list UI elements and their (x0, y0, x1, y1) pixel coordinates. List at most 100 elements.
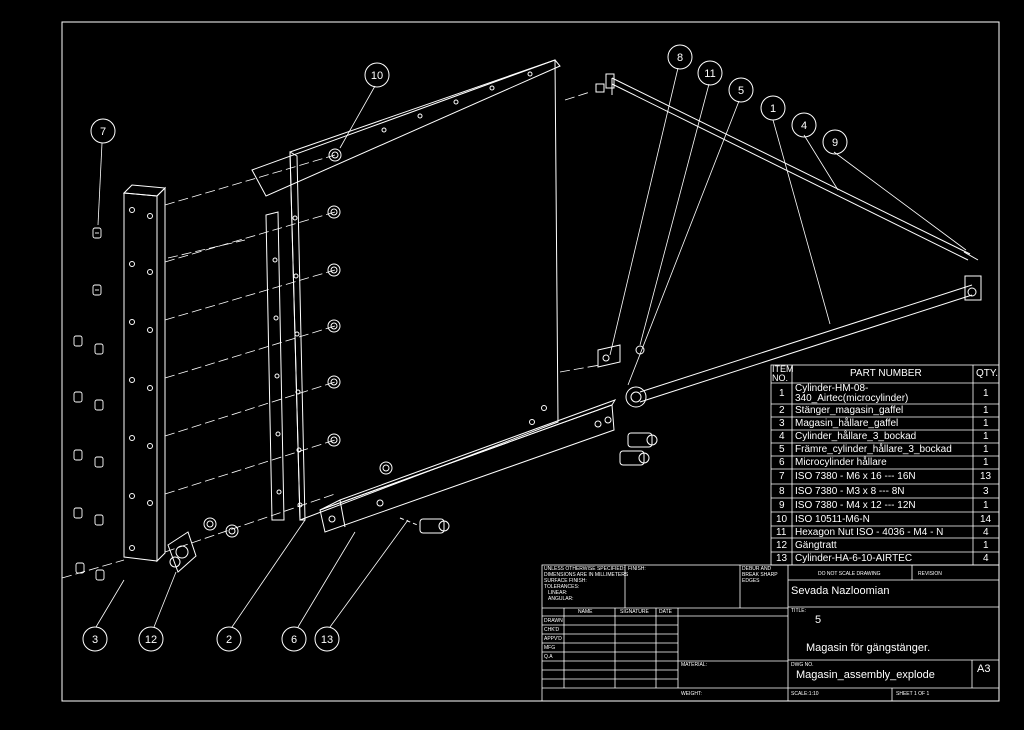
row-label: DRAWN (544, 618, 563, 624)
finish-label: FINISH: (628, 566, 646, 572)
bom-part: Hexagon Nut ISO - 4036 - M4 - N (795, 527, 944, 538)
row-label: Q.A (544, 654, 553, 660)
bom-part: Stänger_magasin_gaffel (795, 405, 904, 416)
bom-qty: 1 (983, 540, 989, 551)
bom-qty: 3 (983, 486, 989, 497)
title-label: TITLE: (791, 608, 807, 614)
part-7-screws (73, 227, 105, 581)
bom-item: 7 (779, 471, 785, 482)
bar-holes (129, 207, 153, 551)
part-1-cylinder (625, 275, 982, 408)
bom-part: ISO 10511-M6-N (795, 514, 870, 525)
bom-qty: 1 (983, 418, 989, 429)
balloon-6: 6 (281, 626, 307, 652)
dwg-no-label: DWG NO. (791, 662, 814, 668)
svg-text:8: 8 (677, 52, 683, 64)
balloon-12: 12 (138, 626, 164, 652)
bom-item: 3 (779, 418, 785, 429)
deburr-note: DEBUR AND (742, 566, 772, 572)
sheet-number: SHEET 1 OF 1 (896, 691, 930, 697)
drawing-description: Magasin för gängstänger. (806, 642, 931, 654)
svg-text:13: 13 (321, 634, 333, 646)
balloon-10: 10 (364, 62, 390, 88)
revision-label: REVISION (918, 571, 942, 577)
title-block-grid (541, 564, 1000, 702)
col-date: DATE (659, 609, 672, 615)
deburr-note: EDGES (742, 578, 760, 584)
bom-part: Cylinder_hållare_3_bockad (795, 431, 917, 442)
balloon-9: 9 (822, 129, 848, 155)
bom-qty: 1 (983, 457, 989, 468)
bom-part: Microcylinder hållare (795, 457, 887, 468)
bom-part: ISO 7380 - M3 x 8 --- 8N (795, 486, 905, 497)
tolerance-note-line: SURFACE FINISH: (544, 578, 587, 584)
svg-text:12: 12 (145, 634, 157, 646)
part-13-fittings (399, 432, 658, 534)
svg-text:2: 2 (226, 634, 232, 646)
bom-part: Främre_cylinder_hållare_3_bockad (795, 444, 952, 455)
bom-qty: 14 (980, 514, 992, 525)
weight-label: WEIGHT: (681, 691, 702, 697)
bom-qty: 1 (983, 431, 989, 442)
tolerance-note-line: LINEAR: (548, 590, 568, 596)
bom-qty: 4 (983, 527, 989, 538)
bom-qty: 1 (983, 388, 989, 399)
bom-item: 10 (776, 514, 788, 525)
part-12-thread-funnel (167, 531, 197, 573)
bom-part: ISO 7380 - M4 x 12 --- 12N (795, 500, 916, 511)
bom-part: Gängtratt (795, 540, 837, 551)
bom-part: ISO 7380 - M6 x 16 --- 16N (795, 471, 916, 482)
balloon-4: 4 (791, 112, 817, 138)
bom-item: 1 (779, 388, 785, 399)
row-label: CHK'D (544, 627, 560, 633)
bom-qty: 1 (983, 500, 989, 511)
balloon-2: 2 (216, 626, 242, 652)
col-signature: SIGNATURE (620, 609, 649, 615)
part-5-front-holder (597, 251, 979, 368)
explode-lines (61, 91, 601, 579)
bom-item: 5 (779, 444, 785, 455)
bom-table-grid (770, 364, 1000, 566)
bom-qty: 13 (980, 471, 992, 482)
bom-header-part: PART NUMBER (850, 368, 922, 379)
sheet-size: A3 (977, 663, 991, 675)
part-3-holder-bar (122, 184, 167, 563)
col-name: NAME (578, 609, 593, 615)
bom-item: 6 (779, 457, 785, 468)
part-4-cylinder-holder (595, 73, 971, 261)
svg-text:9: 9 (832, 137, 838, 149)
leader-lines (95, 67, 967, 628)
bom-qty: 1 (983, 405, 989, 416)
svg-text:1: 1 (770, 103, 776, 115)
balloon-1: 1 (760, 95, 786, 121)
balloon-5: 5 (728, 77, 754, 103)
svg-text:7: 7 (100, 126, 106, 138)
svg-text:10: 10 (371, 70, 383, 82)
author-name: Sevada Nazloomian (791, 585, 890, 597)
svg-text:3: 3 (92, 634, 98, 646)
part-2-plate (251, 59, 561, 521)
bom-part: Cylinder-HA-6-10-AIRTEC (795, 553, 913, 564)
bom-item: 11 (776, 527, 787, 538)
balloon-13: 13 (314, 626, 340, 652)
balloon-3: 3 (82, 626, 108, 652)
svg-text:11: 11 (704, 68, 715, 80)
bom-item: 12 (776, 540, 788, 551)
balloon-8: 8 (667, 44, 693, 70)
bom-part: Cylinder-HM-08-340_Airtec(microcylinder) (795, 383, 909, 404)
bom-qty: 1 (983, 444, 989, 455)
bom-header-qty: QTY. (976, 368, 999, 379)
tolerance-note-line: UNLESS OTHERWISE SPECIFIED: (544, 566, 625, 572)
scale-label: SCALE:1:10 (791, 691, 819, 697)
part-6-microcylinder-holder (319, 399, 617, 533)
tolerance-note-line: ANGULAR: (548, 596, 574, 602)
bom-item: 13 (776, 553, 788, 564)
dwg-no-value: Magasin_assembly_explode (796, 669, 935, 681)
bom-part: Magasin_hållare_gaffel (795, 418, 899, 429)
bom-header-item: ITEM NO. (772, 364, 794, 383)
tolerance-note-line: DIMENSIONS ARE IN MILLIMETERS (544, 572, 629, 578)
material-label: MATERIAL: (681, 662, 708, 668)
do-not-scale-note: DO NOT SCALE DRAWING (818, 571, 881, 577)
